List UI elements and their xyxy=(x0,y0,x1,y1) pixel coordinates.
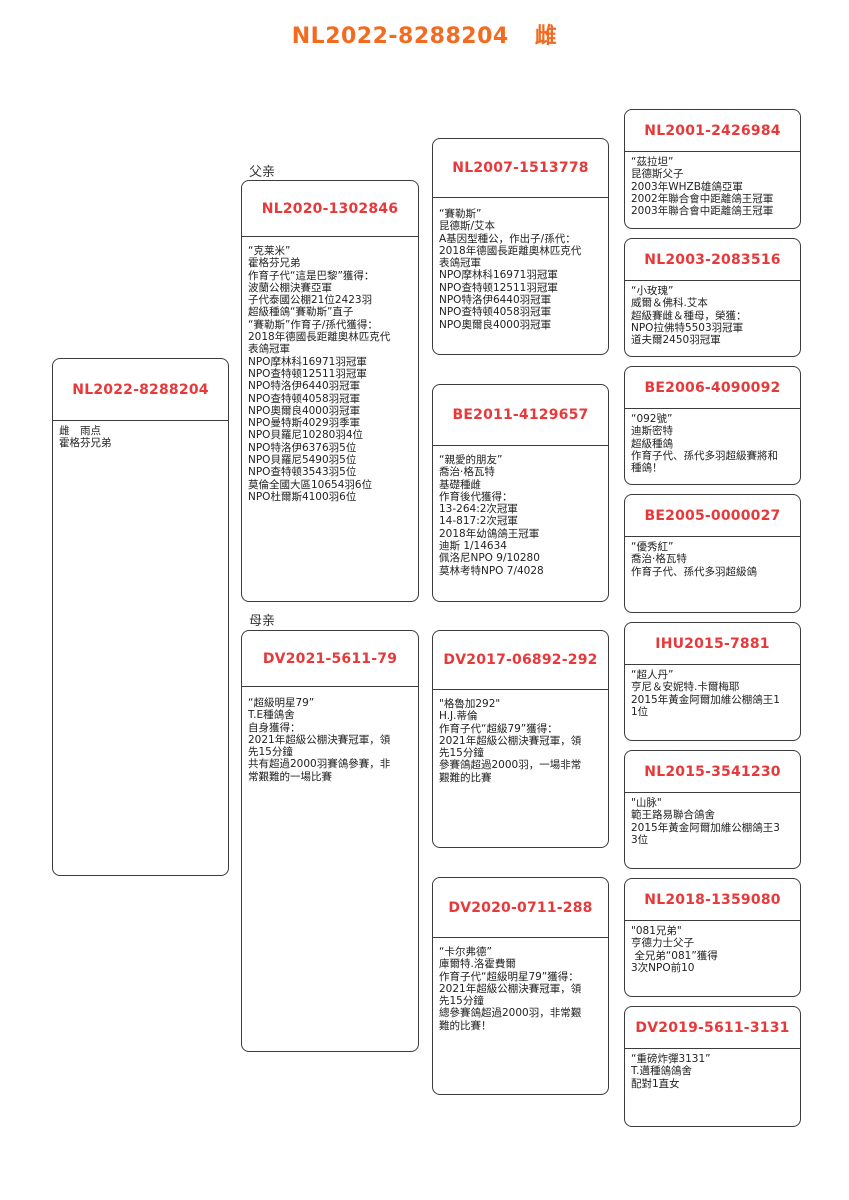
grandparent-text: “親愛的朋友” 喬治·格瓦特 基礎種雌 作育後代獲得： 13-264:2次冠軍 … xyxy=(439,454,544,577)
great-grandparent-card: NL2003-2083516 “小玫瑰” 威爾＆佛科.艾本 超級賽雌＆種母，榮獲… xyxy=(624,238,801,357)
sire-label: 父亲 xyxy=(249,165,276,180)
grandparent-card: DV2020-0711-288 “卡尔弗德” 庫爾特.洛霍費爾 作育子代“超級明… xyxy=(432,877,609,1095)
great-grandparent-card: BE2006-4090092 “092號” 迪斯密特 超級種鴿 作育子代、孫代多… xyxy=(624,366,801,485)
sire-card: NL2020-1302846 “克莱米” 霍格芬兄弟 作育子代“這是巴黎”獲得：… xyxy=(241,180,419,602)
sire-text: “克莱米” 霍格芬兄弟 作育子代“這是巴黎”獲得： 波蘭公棚決賽亞軍 子代泰國公… xyxy=(248,245,391,503)
great-grandparent-ring: NL2003-2083516 xyxy=(625,239,800,281)
page-title: NL2022-8288204 雌 xyxy=(0,18,849,50)
grandparent-text: “卡尔弗德” 庫爾特.洛霍費爾 作育子代“超級明星79”獲得： 2021年超級公… xyxy=(439,946,582,1032)
great-grandparent-ring: BE2005-0000027 xyxy=(625,495,800,537)
great-grandparent-text: “超人丹” 亨尼＆安妮特.卡爾梅耶 2015年黃金阿爾加維公棚鴿王1 1位 xyxy=(631,669,780,718)
grandparent-card: DV2017-06892-292 "格魯加292" H.J.蒂倫 作育子代“超級… xyxy=(432,630,609,848)
great-grandparent-text: “茲拉坦” 昆德斯父子 2003年WHZB雄鴿亞軍 2002年聯合會中距離鴿王冠… xyxy=(631,156,774,218)
great-grandparent-ring: DV2019-5611-3131 xyxy=(625,1007,800,1049)
great-grandparent-card: IHU2015-7881 “超人丹” 亨尼＆安妮特.卡爾梅耶 2015年黃金阿爾… xyxy=(624,622,801,741)
great-grandparent-text: “重磅炸彈3131” T.邁種鴿鴿舍 配對1直女 xyxy=(631,1053,711,1090)
dam-label: 母亲 xyxy=(249,614,276,629)
page-title-sex: 雌 xyxy=(534,24,558,49)
great-grandparent-ring: NL2015-3541230 xyxy=(625,751,800,793)
grandparent-text: “賽勒斯” 昆德斯/艾本 A基因型種公，作出子/孫代： 2018年德國長距離奧林… xyxy=(439,208,582,331)
great-grandparent-card: NL2015-3541230 "山脉" 範王路易聯合鴿舍 2015年黃金阿爾加維… xyxy=(624,750,801,869)
dam-ring: DV2021-5611-79 xyxy=(242,631,418,687)
grandparent-text: "格魯加292" H.J.蒂倫 作育子代“超級79”獲得： 2021年超級公棚決… xyxy=(439,698,582,784)
subject-ring: NL2022-8288204 xyxy=(53,359,228,421)
great-grandparent-ring: BE2006-4090092 xyxy=(625,367,800,409)
great-grandparent-text: "081兄弟" 亨德力士父子 全兄弟“081”獲得 3次NPO前10 xyxy=(631,925,718,974)
grandparent-ring: DV2020-0711-288 xyxy=(433,878,608,938)
dam-text: “超級明星79” T.E種鴿舍 自身獲得： 2021年超級公棚決賽冠軍，領 先1… xyxy=(248,697,391,783)
dam-card: DV2021-5611-79 “超級明星79” T.E種鴿舍 自身獲得： 202… xyxy=(241,630,419,1052)
great-grandparent-card: BE2005-0000027 “優秀紅” 喬治·格瓦特 作育子代、孫代多羽超級鴿 xyxy=(624,494,801,613)
great-grandparent-ring: NL2001-2426984 xyxy=(625,110,800,152)
grandparent-card: BE2011-4129657 “親愛的朋友” 喬治·格瓦特 基礎種雌 作育後代獲… xyxy=(432,384,609,602)
great-grandparent-card: NL2001-2426984 “茲拉坦” 昆德斯父子 2003年WHZB雄鴿亞軍… xyxy=(624,109,801,229)
sire-ring: NL2020-1302846 xyxy=(242,181,418,237)
great-grandparent-card: NL2018-1359080 "081兄弟" 亨德力士父子 全兄弟“081”獲得… xyxy=(624,878,801,997)
grandparent-ring: BE2011-4129657 xyxy=(433,385,608,446)
great-grandparent-ring: IHU2015-7881 xyxy=(625,623,800,665)
subject-text: 雌 雨点 霍格芬兄弟 xyxy=(59,425,112,450)
grandparent-ring: DV2017-06892-292 xyxy=(433,631,608,690)
great-grandparent-text: "山脉" 範王路易聯合鴿舍 2015年黃金阿爾加維公棚鴿王3 3位 xyxy=(631,797,780,846)
grandparent-card: NL2007-1513778 “賽勒斯” 昆德斯/艾本 A基因型種公，作出子/孫… xyxy=(432,138,609,355)
grandparent-ring: NL2007-1513778 xyxy=(433,139,608,198)
great-grandparent-text: “小玫瑰” 威爾＆佛科.艾本 超級賽雌＆種母，榮獲： NPO拉佛特5503羽冠軍… xyxy=(631,285,747,347)
great-grandparent-text: “092號” 迪斯密特 超級種鴿 作育子代、孫代多羽超級賽將和 種鴿！ xyxy=(631,413,778,475)
great-grandparent-ring: NL2018-1359080 xyxy=(625,879,800,921)
page-title-ring: NL2022-8288204 xyxy=(291,24,509,49)
great-grandparent-text: “優秀紅” 喬治·格瓦特 作育子代、孫代多羽超級鴿 xyxy=(631,541,757,578)
great-grandparent-card: DV2019-5611-3131 “重磅炸彈3131” T.邁種鴿鴿舍 配對1直… xyxy=(624,1006,801,1127)
subject-card: NL2022-8288204 雌 雨点 霍格芬兄弟 xyxy=(52,358,229,876)
